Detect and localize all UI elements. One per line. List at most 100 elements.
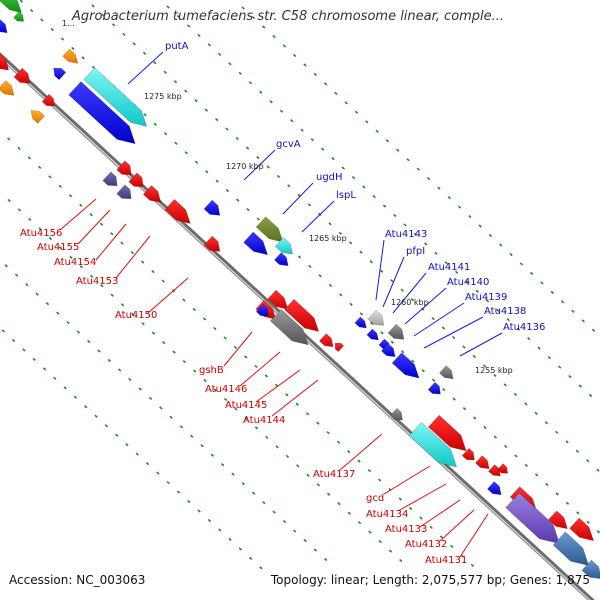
tick-mark bbox=[218, 528, 222, 532]
leader-line bbox=[419, 499, 461, 528]
tick-mark bbox=[326, 431, 330, 435]
tick-mark bbox=[238, 547, 242, 551]
tick-mark bbox=[244, 416, 248, 421]
gene-arrow bbox=[102, 171, 118, 187]
tick-mark bbox=[217, 52, 222, 56]
tick-mark bbox=[547, 355, 552, 360]
tick-mark bbox=[197, 33, 201, 38]
tick-mark bbox=[513, 392, 518, 397]
tick-mark bbox=[365, 120, 369, 124]
tick-mark bbox=[58, 184, 62, 188]
gene-arrow bbox=[427, 381, 441, 395]
tick-mark bbox=[59, 246, 63, 250]
tick-mark bbox=[282, 44, 287, 48]
tick-mark bbox=[285, 454, 290, 458]
tick-mark bbox=[141, 322, 145, 326]
tick-mark bbox=[266, 165, 270, 169]
tick-mark bbox=[276, 174, 281, 179]
tick-mark bbox=[107, 358, 111, 363]
tick-mark bbox=[163, 132, 168, 136]
tick-mark bbox=[300, 128, 304, 132]
tick-mark bbox=[331, 156, 335, 161]
tick-mark bbox=[244, 355, 248, 359]
tick-mark bbox=[328, 222, 332, 226]
tick-mark bbox=[403, 223, 407, 227]
leader-line bbox=[339, 433, 383, 471]
tick-mark bbox=[89, 274, 94, 278]
tick-mark bbox=[527, 337, 531, 341]
tick-mark bbox=[156, 471, 160, 475]
tick-mark bbox=[450, 544, 454, 549]
tick-mark bbox=[586, 520, 590, 524]
tick-mark bbox=[264, 374, 268, 378]
tick-mark bbox=[27, 156, 31, 160]
tick-mark bbox=[169, 415, 173, 419]
tick-mark bbox=[482, 364, 487, 368]
tick-mark bbox=[269, 100, 273, 104]
tick-mark bbox=[248, 556, 253, 560]
tick-mark bbox=[447, 196, 451, 200]
tick-mark bbox=[153, 61, 157, 65]
tick-mark bbox=[238, 71, 242, 75]
tick-mark bbox=[524, 463, 528, 468]
tick-mark bbox=[424, 242, 428, 246]
tick-mark bbox=[213, 326, 217, 331]
tick-mark bbox=[76, 330, 81, 334]
tick-mark bbox=[297, 255, 302, 259]
gene-label-lspL: lspL bbox=[336, 190, 356, 201]
leader-line bbox=[439, 509, 475, 542]
gene-arrow bbox=[142, 185, 162, 203]
tick-mark bbox=[91, 4, 95, 8]
gene-arrow bbox=[128, 172, 144, 188]
tick-mark bbox=[349, 241, 353, 245]
gene-arrow bbox=[274, 237, 294, 255]
tick-mark bbox=[393, 213, 397, 218]
tick-mark bbox=[131, 312, 135, 316]
tick-mark bbox=[200, 444, 204, 448]
tick-mark bbox=[60, 37, 65, 41]
gene-arrow bbox=[389, 407, 403, 421]
tick-mark bbox=[591, 328, 596, 332]
tick-mark bbox=[485, 299, 490, 303]
tick-mark bbox=[37, 165, 42, 169]
tick-mark bbox=[254, 426, 259, 430]
tick-mark bbox=[318, 274, 322, 278]
gene-arrow bbox=[367, 309, 385, 326]
tick-mark bbox=[372, 194, 376, 199]
tick-mark bbox=[163, 70, 167, 74]
tick-mark bbox=[431, 378, 436, 382]
tick-mark bbox=[514, 454, 518, 458]
tick-mark bbox=[251, 491, 256, 495]
tick-mark bbox=[421, 369, 425, 373]
tick-mark bbox=[478, 224, 482, 228]
tick-mark bbox=[228, 537, 232, 542]
tick-mark bbox=[11, 338, 16, 343]
tick-mark bbox=[73, 395, 78, 399]
gene-arrow bbox=[391, 352, 420, 379]
gene-arrow bbox=[284, 298, 320, 332]
leader-line bbox=[459, 513, 489, 558]
tick-mark bbox=[550, 290, 554, 294]
tick-mark bbox=[545, 482, 549, 486]
tick-mark bbox=[337, 502, 341, 506]
tick-mark bbox=[442, 388, 446, 392]
gene-label-Atu4138: Atu4138 bbox=[484, 306, 526, 317]
leader-line bbox=[59, 198, 97, 231]
gene-labels-blue: putA gcvA ugdH lspL Atu4143 pfpI Atu4141… bbox=[165, 41, 545, 333]
tick-mark bbox=[202, 317, 207, 321]
gene-arrow bbox=[274, 252, 289, 267]
tick-mark bbox=[406, 158, 410, 162]
tick-mark bbox=[223, 336, 227, 340]
tick-mark bbox=[28, 217, 32, 222]
gene-arrow bbox=[0, 19, 8, 34]
tick-mark bbox=[87, 339, 91, 344]
tick-mark bbox=[4, 264, 8, 268]
tick-mark bbox=[338, 231, 342, 235]
leader-line bbox=[392, 272, 427, 314]
tick-mark bbox=[398, 497, 402, 501]
gene-arrow bbox=[439, 365, 454, 380]
tick-mark bbox=[516, 327, 521, 331]
tick-mark bbox=[357, 459, 361, 463]
leader-line bbox=[147, 277, 189, 314]
gene-labels-red: Atu4156 Atu4155 Atu4154 Atu4153 Atu4150 … bbox=[20, 228, 467, 566]
